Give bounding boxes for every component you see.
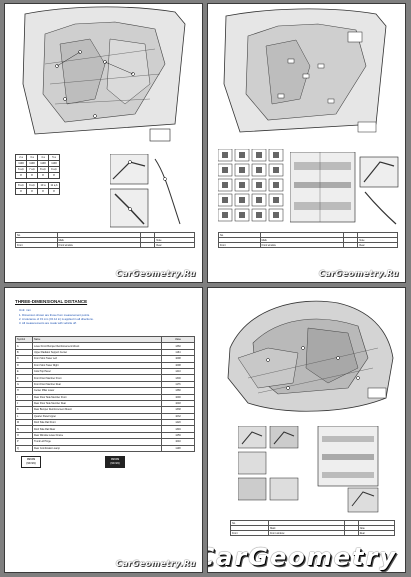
floor-detail-diagrams xyxy=(290,152,399,225)
watermark-big: CarGeometry xyxy=(207,543,397,571)
detail-photos xyxy=(238,426,379,513)
unit-label: Unit: mm xyxy=(19,308,31,312)
note-2: 2. A tolerance of ±3 mm (±0.12 in) is ap… xyxy=(19,317,94,321)
connector-grid xyxy=(218,149,284,222)
detail-inset-diagrams xyxy=(110,154,181,228)
body-side-diagram xyxy=(5,4,202,154)
body-side-diagram-2 xyxy=(223,8,387,133)
legend-box-1: 99999(99.99) xyxy=(21,456,41,468)
watermark-small-3: CarGeometry.Ru xyxy=(115,559,196,568)
manual-page-3: THREE-DIMENSIONAL DISTANCE Unit: mm 1. D… xyxy=(4,287,203,573)
note-3: 3. All measurements are made with vehicl… xyxy=(19,321,77,325)
page-title: THREE-DIMENSIONAL DISTANCE xyxy=(15,299,88,304)
legend-box-2: 99999(99.99) xyxy=(105,456,125,468)
note-1: 1. Dimension shown are those from measur… xyxy=(19,313,90,317)
watermark-small: CarGeometry.Ru xyxy=(115,269,196,278)
watermark-small-2: CarGeometry.Ru xyxy=(318,269,399,278)
3d-body-diagram xyxy=(227,300,394,412)
